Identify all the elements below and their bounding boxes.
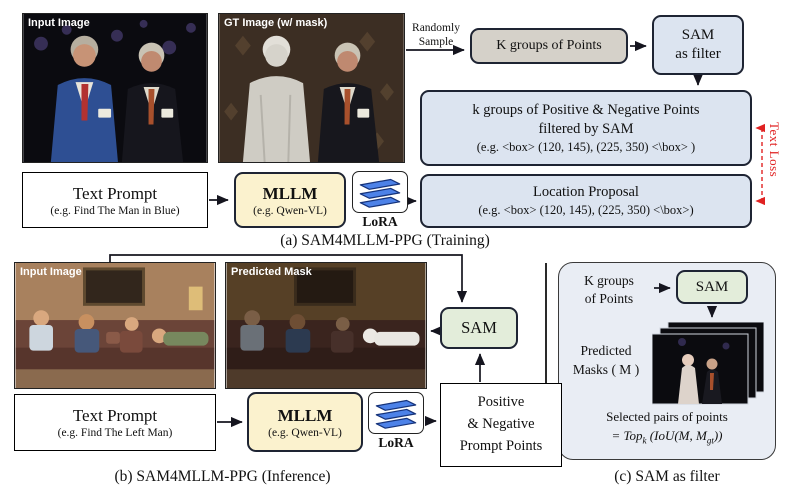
- text-loss-label: Text Loss: [767, 122, 782, 178]
- lora-icon: [359, 178, 401, 208]
- sam-box-panel: SAM: [676, 270, 748, 304]
- inference-mask-photo-art: [226, 263, 426, 388]
- predicted-masks-label: Predicted Masks ( M ): [572, 343, 640, 377]
- selected-pairs-block: Selected pairs of points = Topk (IoU(M, …: [566, 408, 768, 447]
- training-gt-photo-art: [219, 14, 404, 162]
- training-gt-photo: GT Image (w/ mask): [218, 13, 405, 163]
- sam-box-inference: SAM: [440, 307, 518, 349]
- lora-adapter-inference: [368, 392, 424, 434]
- lora-label-training: LoRA: [362, 214, 398, 229]
- sam-filter-box: SAM as filter: [652, 15, 744, 75]
- text-prompt-box-training: Text Prompt (e.g. Find The Man in Blue): [22, 172, 208, 228]
- inference-input-photo: Input Image: [14, 262, 216, 389]
- text-prompt-box-inference: Text Prompt (e.g. Find The Left Man): [14, 394, 216, 451]
- caption-panel: (c) SAM as filter: [614, 468, 720, 485]
- filtered-points-box: k groups of Positive & Negative Points f…: [420, 90, 752, 166]
- caption-inference: (b) SAM4MLLM-PPG (Inference): [114, 468, 331, 485]
- inference-input-photo-label: Input Image: [20, 266, 82, 278]
- lora-icon: [375, 399, 417, 429]
- lora-label-inference: LoRA: [378, 435, 414, 450]
- lora-adapter-training: [352, 171, 408, 213]
- k-groups-label: K groups of Points: [496, 38, 602, 53]
- prompt-points-box: Positive & Negative Prompt Points: [440, 383, 562, 467]
- inference-mask-photo: Predicted Mask: [225, 262, 427, 389]
- location-proposal-box: Location Proposal (e.g. <box> (120, 145)…: [420, 174, 752, 228]
- selected-pairs-formula: = Topk (IoU(M, Mgt)): [611, 427, 723, 446]
- selected-pairs-label: Selected pairs of points: [606, 409, 728, 424]
- randomly-sample-label: Randomly Sample: [412, 22, 460, 48]
- panel-k-groups-label: K groups of Points: [584, 273, 634, 307]
- inference-input-photo-art: [15, 263, 215, 388]
- k-groups-box: K groups of Points: [470, 28, 628, 64]
- predicted-masks-stack: [652, 322, 764, 405]
- training-input-photo: Input Image: [22, 13, 208, 163]
- training-input-photo-label: Input Image: [28, 17, 90, 29]
- inference-mask-photo-label: Predicted Mask: [231, 266, 312, 278]
- section-divider: [545, 263, 547, 459]
- training-input-photo-art: [23, 14, 207, 162]
- caption-training: (a) SAM4MLLM-PPG (Training): [280, 232, 490, 249]
- training-gt-photo-label: GT Image (w/ mask): [224, 17, 328, 29]
- mllm-box-inference: MLLM (e.g. Qwen-VL): [247, 392, 363, 452]
- mllm-box-training: MLLM (e.g. Qwen-VL): [234, 172, 346, 228]
